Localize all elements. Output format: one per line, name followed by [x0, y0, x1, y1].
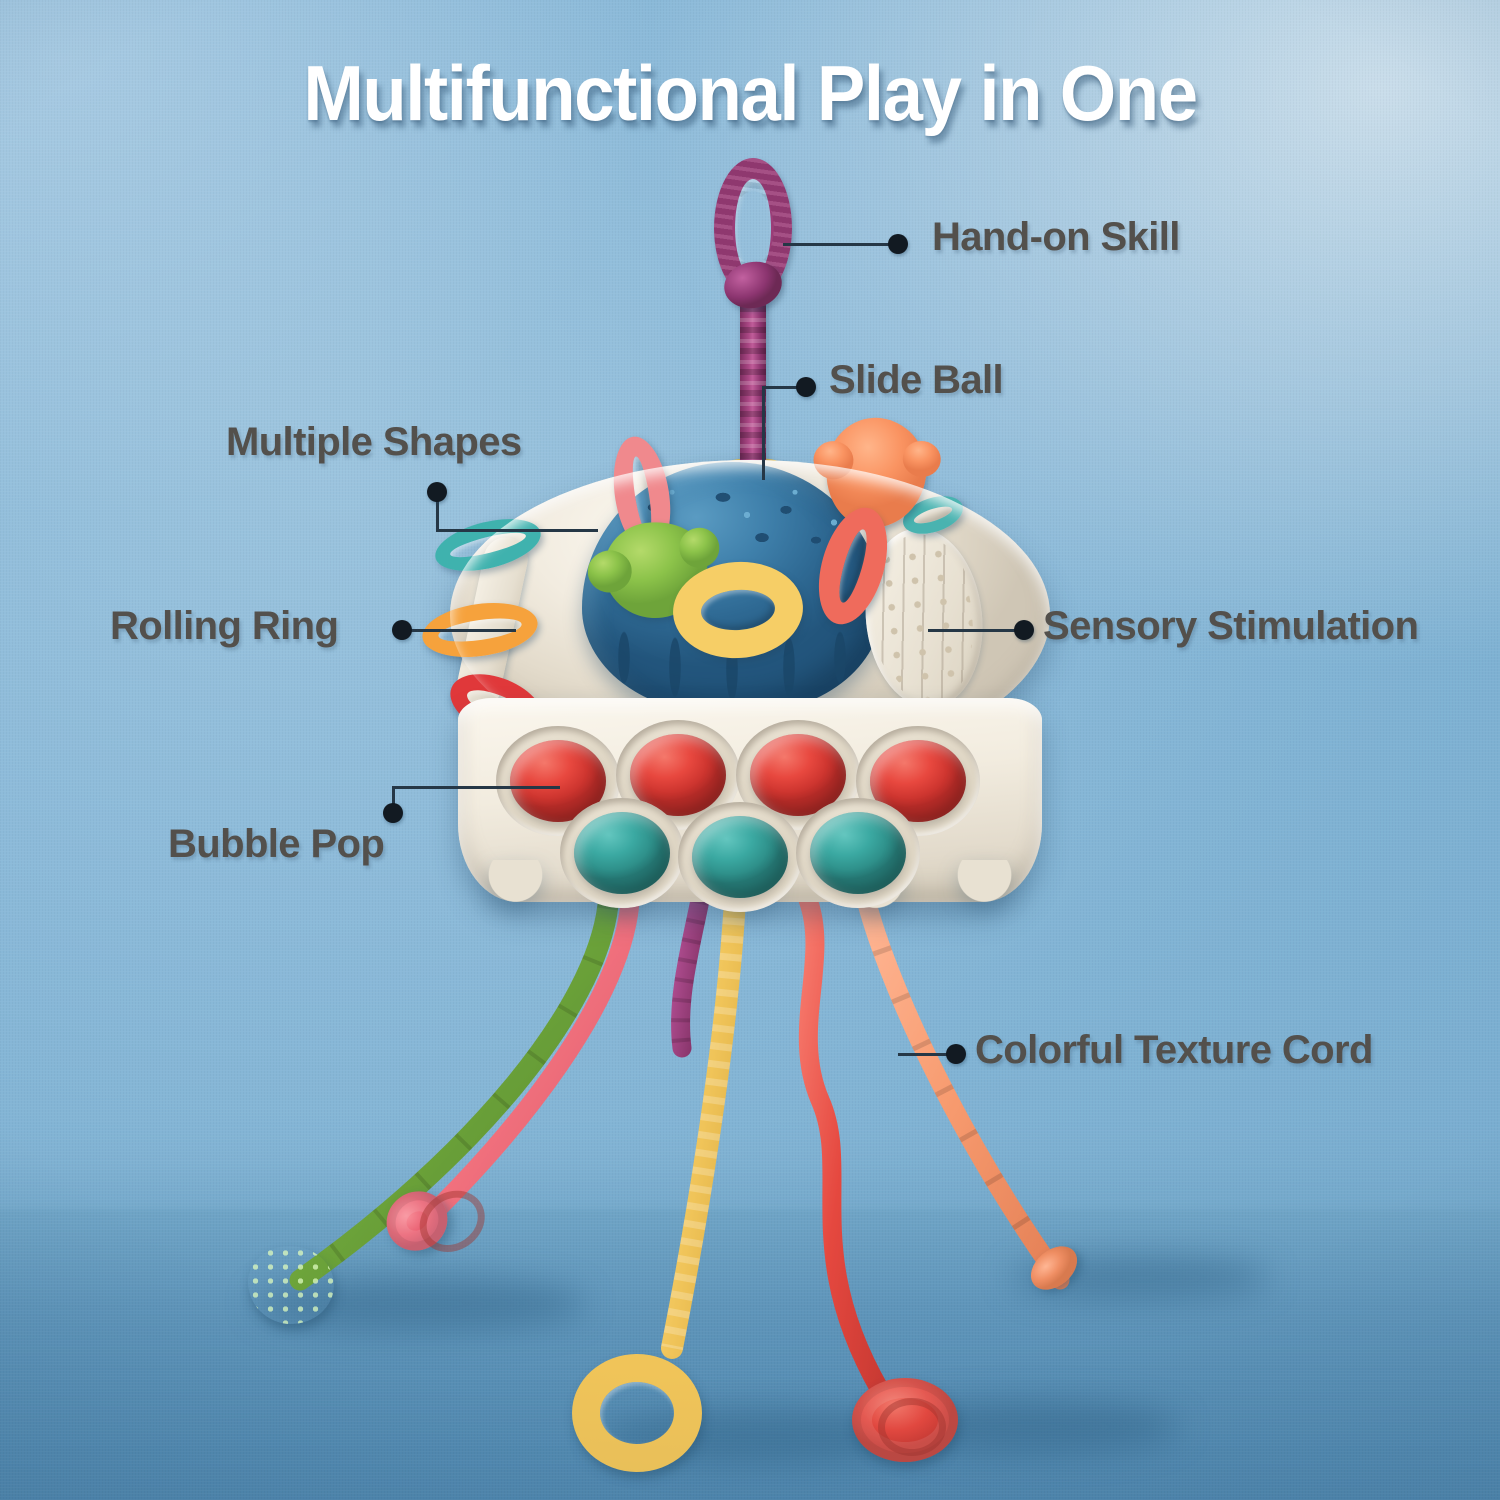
slide-ball-dome[interactable]	[582, 462, 882, 714]
leader-line-bubble-pop-h	[392, 786, 560, 789]
bubble-pop-teal-2[interactable]	[678, 802, 802, 912]
callout-label-colorful-texture-cord: Colorful Texture Cord	[975, 1028, 1373, 1072]
cord-end-red-disc	[852, 1378, 958, 1462]
leader-line-slide-ball-v	[762, 386, 765, 480]
leader-dot-slide-ball	[796, 377, 816, 397]
leader-line-multiple-shapes-v	[436, 496, 439, 532]
leader-line-colorful-texture-cord	[898, 1053, 958, 1056]
cord-yellow	[661, 889, 746, 1359]
cord-end-green-flower	[248, 1246, 334, 1324]
leader-line-multiple-shapes-h	[436, 529, 598, 532]
cord-yellow-beads	[661, 899, 746, 1351]
callout-label-slide-ball: Slide Ball	[829, 358, 1004, 402]
cord-green	[289, 894, 619, 1291]
callout-label-rolling-ring: Rolling Ring	[110, 604, 339, 648]
leader-dot-sensory-stimulation	[1014, 620, 1034, 640]
cord-orange-beads	[856, 897, 1068, 1286]
cord-red	[798, 890, 890, 1400]
callout-label-multiple-shapes: Multiple Shapes	[226, 420, 522, 464]
bubble-pop-teal-1[interactable]	[560, 798, 684, 908]
leader-dot-multiple-shapes	[427, 482, 447, 502]
callout-label-hand-on-skill: Hand-on Skill	[932, 215, 1180, 259]
leader-dot-bubble-pop	[383, 803, 403, 823]
leader-line-slide-ball-h	[762, 386, 810, 389]
background-floor	[0, 1210, 1500, 1500]
leader-line-sensory-stimulation	[928, 629, 1020, 632]
leader-dot-rolling-ring	[392, 620, 412, 640]
leader-line-rolling-ring	[410, 629, 516, 632]
page-title: Multifunctional Play in One	[303, 49, 1198, 137]
leader-line-hand-on-skill	[783, 243, 896, 246]
leader-dot-hand-on-skill	[888, 234, 908, 254]
bubble-pop-teal-3[interactable]	[796, 798, 920, 908]
cord-orange	[856, 890, 1070, 1290]
leader-dot-colorful-texture-cord	[946, 1044, 966, 1064]
toy-body	[418, 410, 1070, 912]
callout-label-sensory-stimulation: Sensory Stimulation	[1043, 604, 1419, 648]
cord-pink	[408, 892, 640, 1238]
callout-label-bubble-pop: Bubble Pop	[168, 822, 385, 866]
hang-cord-shaft	[740, 276, 766, 476]
bubble-pop-red-4[interactable]	[856, 726, 980, 836]
